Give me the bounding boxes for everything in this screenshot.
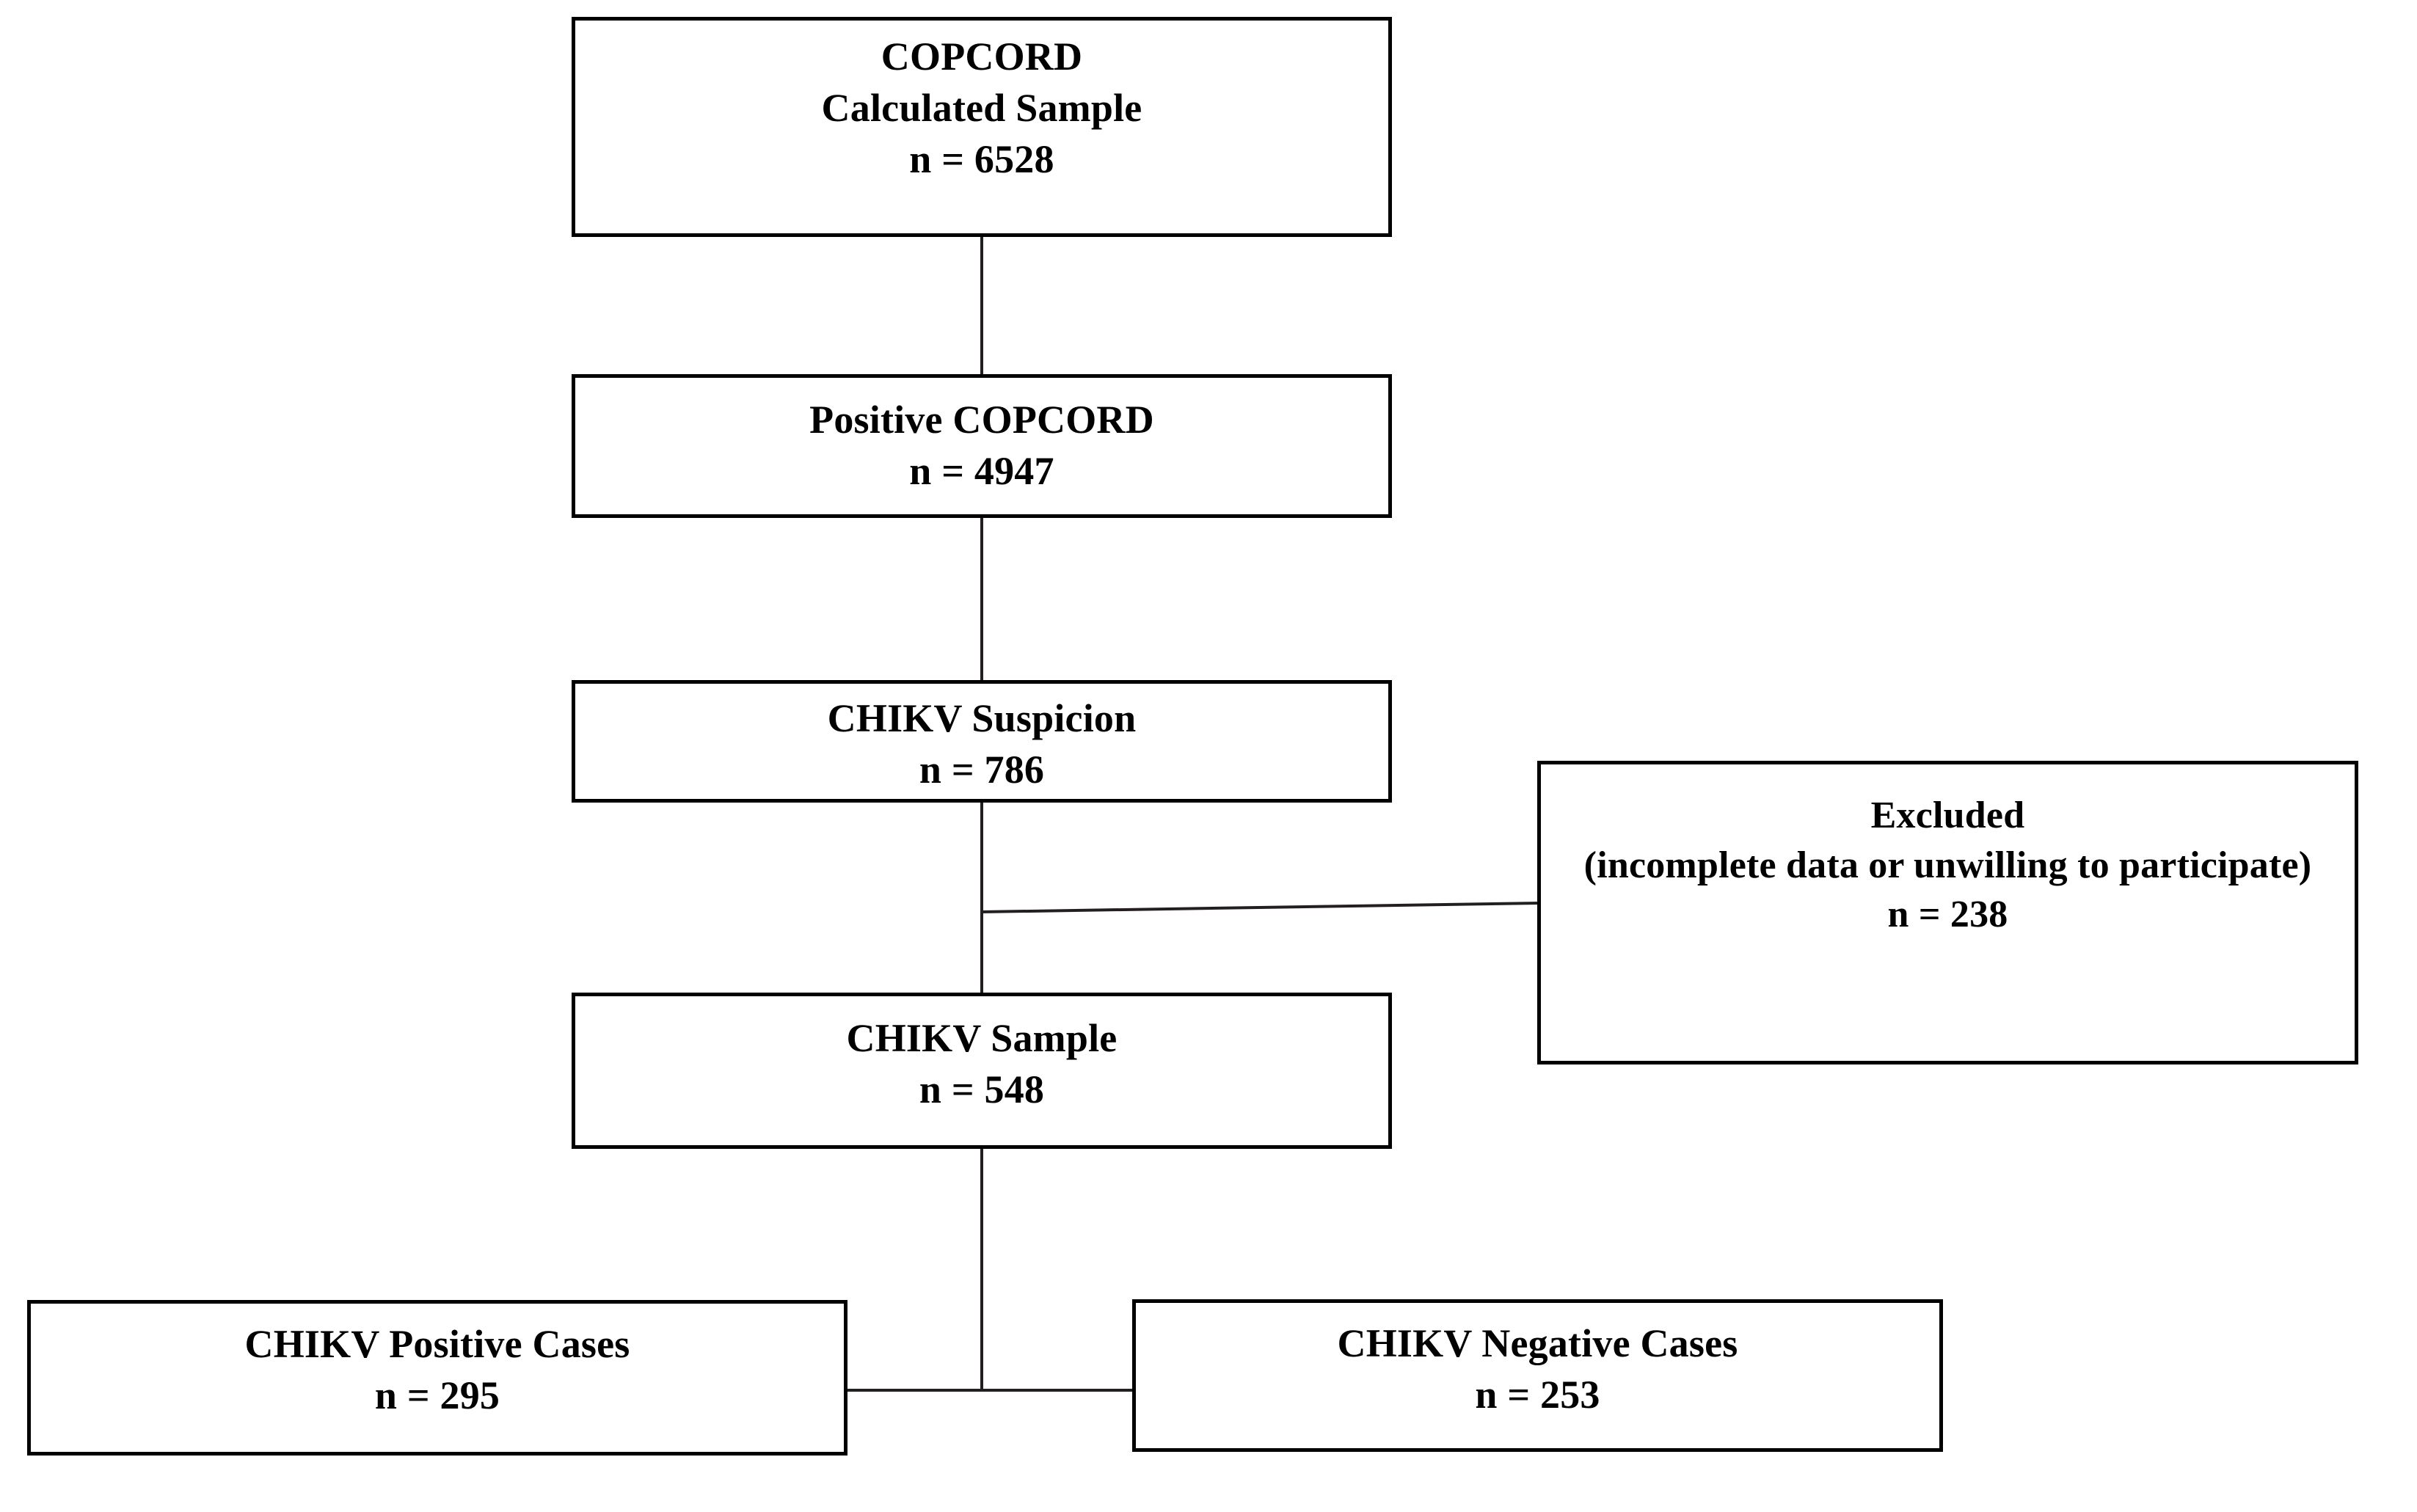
connector-suspicion-to-sample xyxy=(980,801,983,994)
node-pos-cases-line1: CHIKV Positive Cases xyxy=(244,1322,630,1366)
connector-positive-to-suspicion xyxy=(980,516,983,682)
node-excluded-line1: Excluded xyxy=(1870,795,2025,836)
node-sample-text: CHIKV Sample n = 548 xyxy=(575,996,1388,1115)
node-positive-copcord: Positive COPCORD n = 4947 xyxy=(572,374,1392,518)
connector-split-horizontal xyxy=(847,1389,1134,1392)
node-excluded-line2: (incomplete data or unwilling to partici… xyxy=(1583,844,2312,886)
node-copcord-count: n = 6528 xyxy=(909,137,1054,182)
node-chikv-sample: CHIKV Sample n = 548 xyxy=(572,993,1392,1149)
node-excluded: Excluded (incomplete data or unwilling t… xyxy=(1537,761,2358,1064)
node-chikv-positive-cases: CHIKV Positive Cases n = 295 xyxy=(27,1300,847,1456)
node-copcord-calculated-sample: COPCORD Calculated Sample n = 6528 xyxy=(572,17,1392,237)
connector-sample-to-split xyxy=(980,1147,983,1390)
node-excluded-text: Excluded (incomplete data or unwilling t… xyxy=(1523,764,2372,940)
node-positive-line1: Positive COPCORD xyxy=(809,398,1154,442)
node-sample-line1: CHIKV Sample xyxy=(846,1016,1118,1060)
node-suspicion-line1: CHIKV Suspicion xyxy=(827,696,1137,740)
node-pos-cases-text: CHIKV Positive Cases n = 295 xyxy=(31,1304,844,1421)
node-chikv-suspicion: CHIKV Suspicion n = 786 xyxy=(572,680,1392,803)
node-sample-count: n = 548 xyxy=(919,1067,1045,1112)
node-copcord-line2: Calculated Sample xyxy=(821,86,1142,131)
node-positive-count: n = 4947 xyxy=(909,449,1054,494)
node-copcord-line1: COPCORD xyxy=(881,34,1083,78)
connector-suspicion-to-excluded xyxy=(981,902,1540,913)
node-chikv-negative-cases: CHIKV Negative Cases n = 253 xyxy=(1132,1299,1943,1452)
node-positive-text: Positive COPCORD n = 4947 xyxy=(575,378,1388,497)
node-suspicion-text: CHIKV Suspicion n = 786 xyxy=(575,684,1388,795)
node-neg-cases-text: CHIKV Negative Cases n = 253 xyxy=(1136,1303,1939,1420)
node-pos-cases-count: n = 295 xyxy=(374,1373,500,1418)
node-neg-cases-count: n = 253 xyxy=(1475,1373,1600,1417)
connector-copcord-to-positive xyxy=(980,235,983,376)
node-excluded-count: n = 238 xyxy=(1887,894,2008,936)
node-copcord-text: COPCORD Calculated Sample n = 6528 xyxy=(575,21,1388,186)
node-suspicion-count: n = 786 xyxy=(919,748,1045,792)
node-neg-cases-line1: CHIKV Negative Cases xyxy=(1337,1321,1738,1365)
